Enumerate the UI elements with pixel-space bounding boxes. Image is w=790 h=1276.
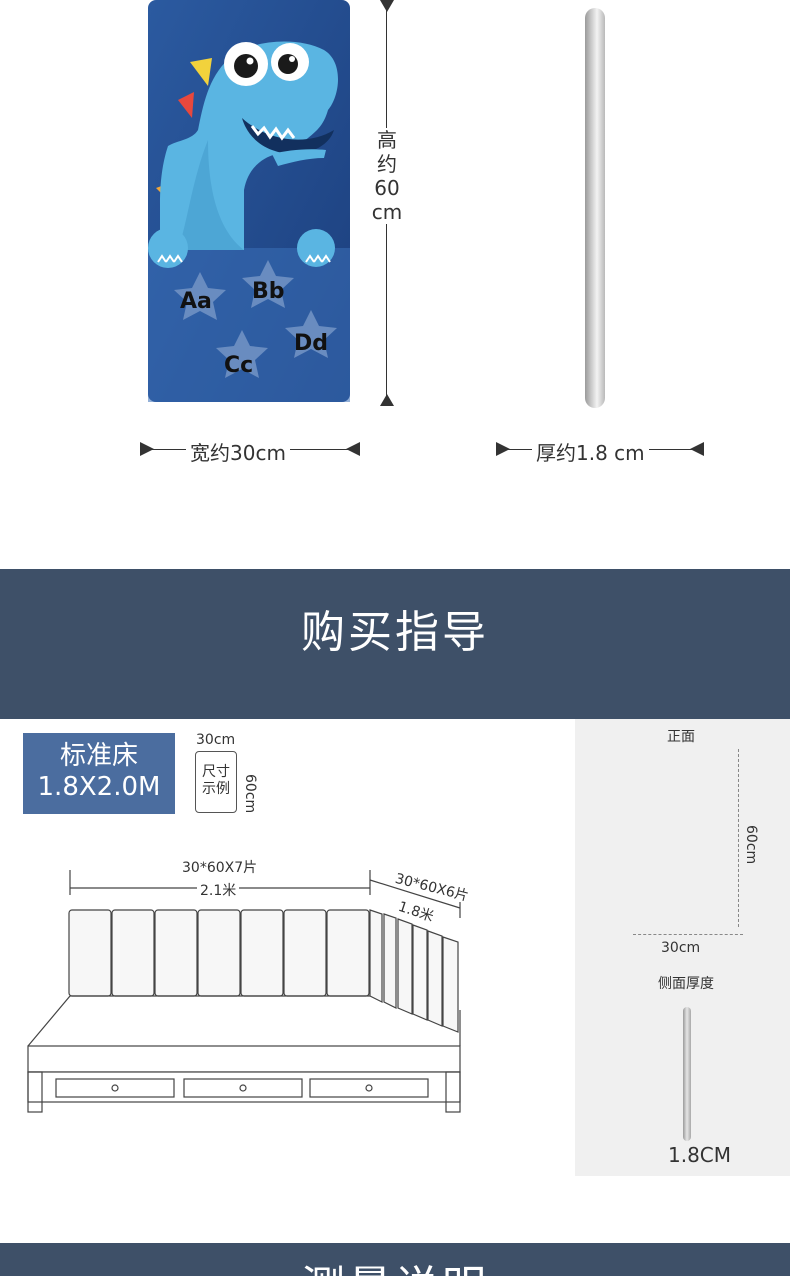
thickness-arrow-right [690,442,704,456]
spec-height-label: 60cm [743,825,759,865]
letter-cc: Cc [224,353,253,378]
width-label: 宽约30cm [186,437,290,466]
width-arrow-right [346,442,360,456]
height-arrow-bottom [380,394,394,406]
buying-guide-banner: 购买指导 [0,569,790,719]
thickness-value: 1.8CM [668,1143,732,1167]
height-label-char-1: 高 [377,128,397,152]
spec-width-label: 30cm [661,940,701,956]
measurement-title: 测量说明 [0,1263,790,1276]
buying-guide-title: 购买指导 [301,607,489,658]
height-label: 高 约 60 cm [370,128,404,224]
front-view-label: 正面 [667,729,695,745]
sample-label-2: 示例 [202,781,230,797]
standard-bed-size: 1.8X2.0M [37,772,161,802]
standard-bed-badge: 标准床 1.8X2.0M [23,733,175,814]
back-length-label: 2.1米 [197,880,240,900]
letter-dd: Dd [294,331,328,356]
sample-size-box: 尺寸 示例 [195,751,237,813]
dinosaur-panel-image: Aa Bb Cc Dd [148,0,350,402]
panel-spec-card: 正面 60cm 30cm 侧面厚度 1.8CM [575,719,790,1176]
sample-width-label: 30cm [196,732,236,748]
standard-bed-title: 标准床 [59,741,138,771]
width-dotted-line [633,934,743,935]
height-label-unit: cm [371,200,403,224]
bed-diagram [27,870,461,1113]
height-dotted-line [738,749,739,927]
letter-bb: Bb [252,279,285,304]
panel-side-view [585,8,605,408]
letter-aa: Aa [180,289,212,314]
height-label-char-2: 约 [377,152,397,176]
width-arrow-left [140,442,154,456]
back-panel-count: 30*60X7片 [182,860,258,876]
sample-label-1: 尺寸 [202,764,230,780]
thickness-bar [683,1007,691,1141]
measurement-banner: 测量说明 [0,1243,790,1276]
sample-height-label: 60cm [242,774,258,814]
thickness-label: 厚约1.8 cm [532,437,649,466]
thickness-arrow-left [496,442,510,456]
thickness-title: 侧面厚度 [658,976,714,992]
height-label-value: 60 [374,176,400,200]
height-arrow-top [380,0,394,12]
